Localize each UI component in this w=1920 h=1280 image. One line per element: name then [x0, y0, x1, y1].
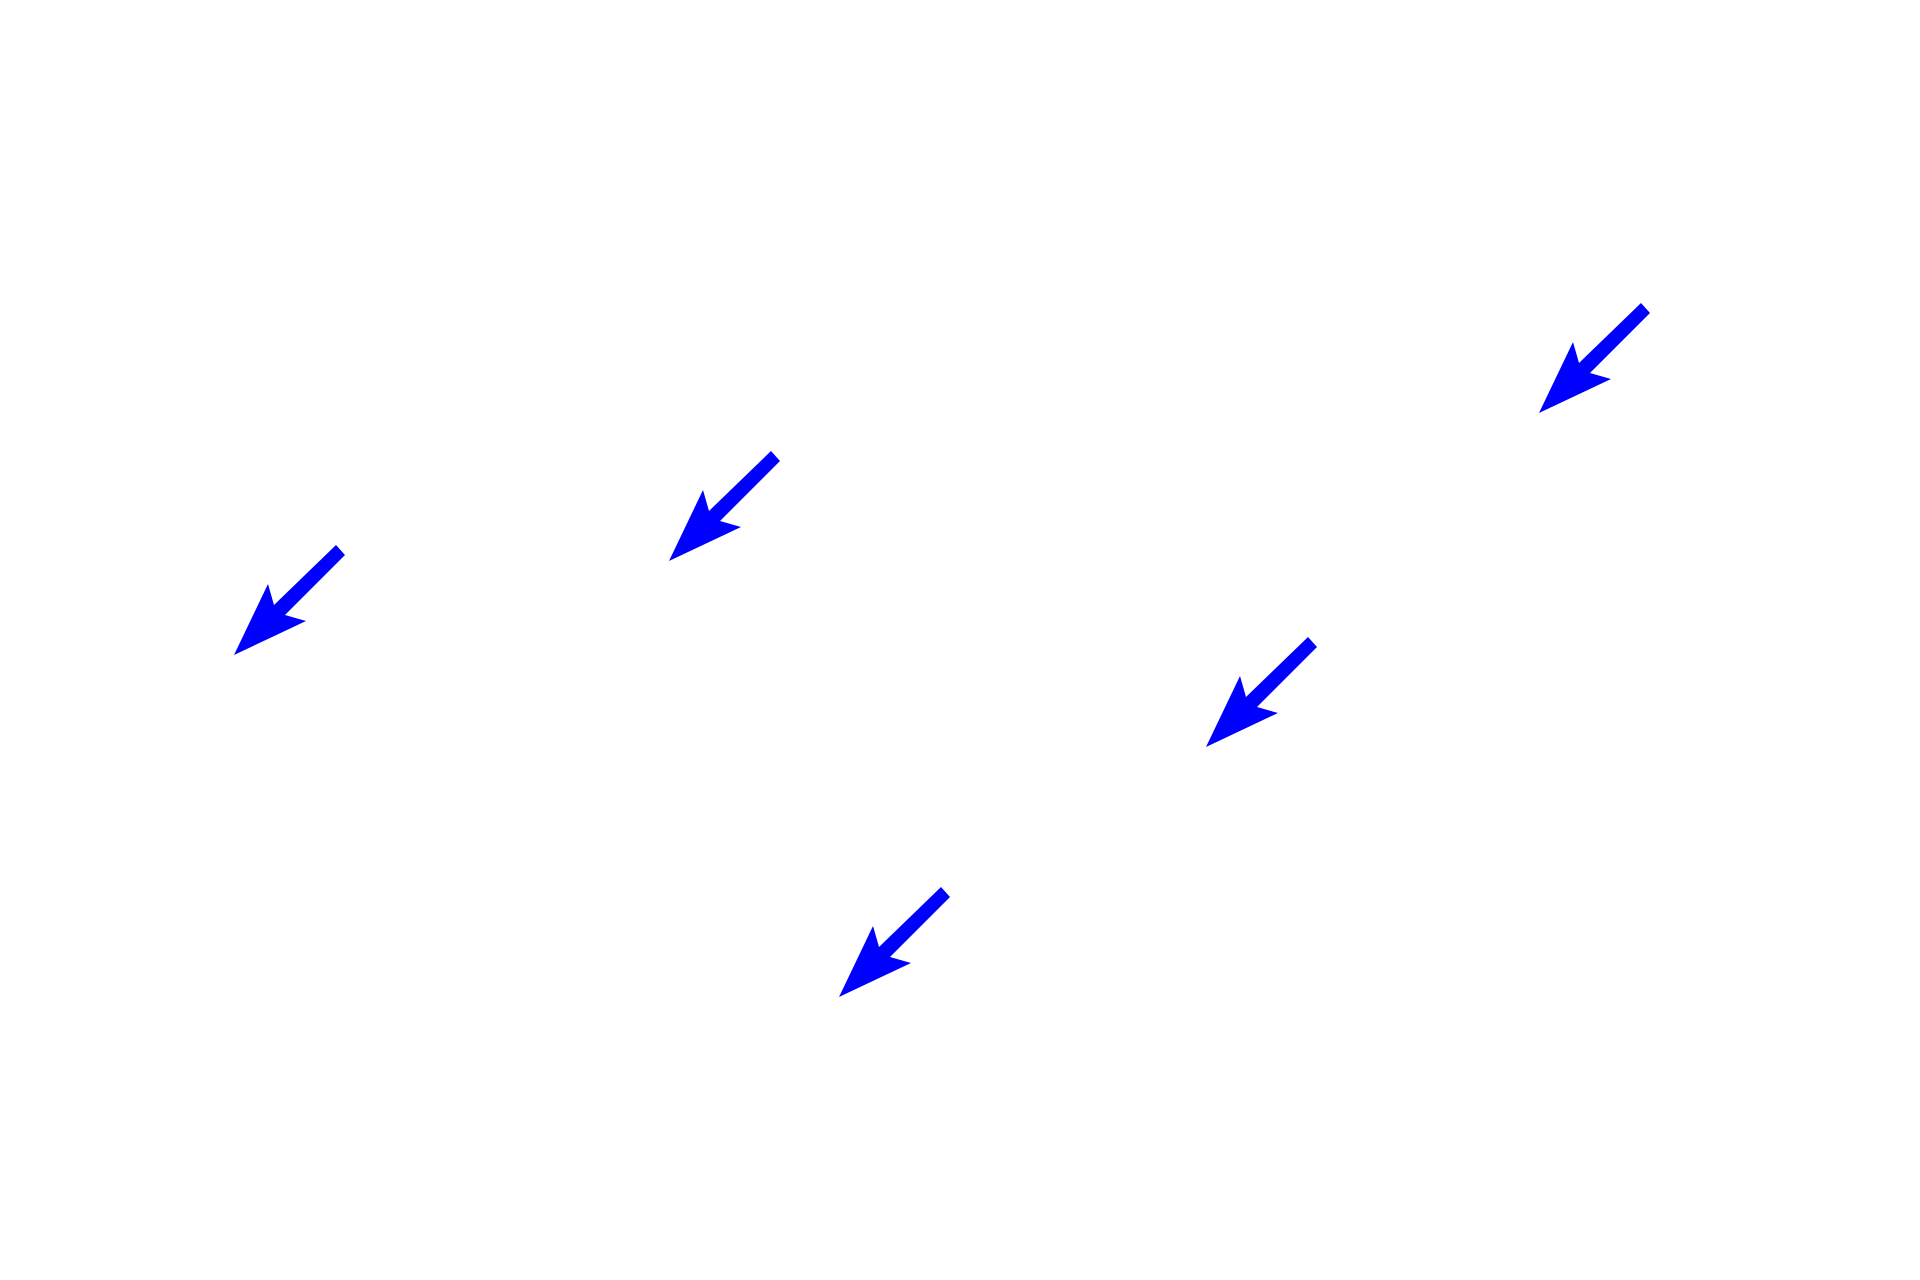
arrow-down-left-icon [839, 887, 950, 997]
arrow-down-left-icon [669, 451, 780, 561]
arrow-down-left-icon [1206, 637, 1317, 747]
arrow-down-left-icon [1539, 303, 1650, 413]
arrow-group [234, 303, 1650, 997]
arrow-down-left-icon [234, 545, 345, 655]
